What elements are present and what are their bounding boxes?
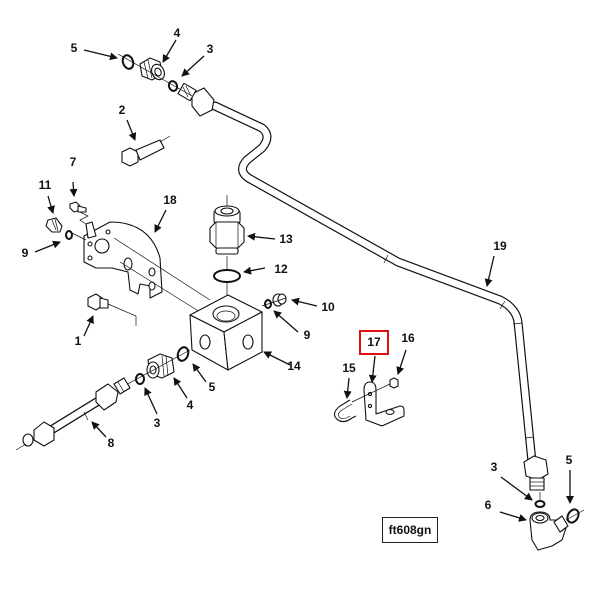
callout-5-lower[interactable]: 5 <box>209 380 216 394</box>
callout-5-bottom[interactable]: 5 <box>566 453 573 467</box>
callout-3[interactable]: 3 <box>207 42 214 56</box>
tube-nut-top <box>177 82 215 117</box>
tube-nut-bottom <box>523 455 549 491</box>
callout-5[interactable]: 5 <box>71 41 78 55</box>
callout-4-lower[interactable]: 4 <box>187 398 194 412</box>
callout-16[interactable]: 16 <box>401 331 415 345</box>
flange-bolt-1[interactable] <box>87 293 137 326</box>
elbow-fitting-6[interactable] <box>529 511 569 551</box>
o-ring-3-top[interactable] <box>167 80 179 92</box>
callout-10[interactable]: 10 <box>321 300 335 314</box>
callout-7[interactable]: 7 <box>70 155 77 169</box>
callout-4[interactable]: 4 <box>174 26 181 40</box>
flange-bolt-2[interactable] <box>121 135 171 167</box>
u-clip-15[interactable] <box>333 399 357 423</box>
callout-11[interactable]: 11 <box>39 178 52 192</box>
callout-1[interactable]: 1 <box>75 334 82 348</box>
o-ring-5-lower[interactable] <box>176 346 190 363</box>
callout-18[interactable]: 18 <box>163 193 177 207</box>
o-ring-12[interactable] <box>213 269 241 283</box>
figure-id-text: ft608gn <box>388 523 432 537</box>
adapter-fitting-4-top[interactable] <box>139 57 167 82</box>
callout-8[interactable]: 8 <box>108 436 115 450</box>
callout-3-lower[interactable]: 3 <box>154 416 161 430</box>
figure-id-label: ft608gn <box>382 517 438 543</box>
o-ring-3-lower[interactable] <box>135 373 145 385</box>
tube-assembly-19[interactable] <box>210 101 537 467</box>
callout-17[interactable]: 17 <box>367 335 381 349</box>
callout-13[interactable]: 13 <box>279 232 293 246</box>
callout-3-bottom[interactable]: 3 <box>491 460 498 474</box>
connector-fitting-13[interactable] <box>209 195 245 255</box>
callout-12-label[interactable]: 12 <box>274 262 288 276</box>
plug-fitting-11[interactable] <box>45 217 63 233</box>
o-ring-5-bottom[interactable] <box>565 507 581 524</box>
o-ring-5-top[interactable] <box>121 54 135 71</box>
callout-9[interactable]: 9 <box>22 246 29 260</box>
o-ring-9-right[interactable] <box>264 299 272 309</box>
o-ring-3-bottom[interactable] <box>534 500 546 508</box>
bracket-17[interactable] <box>363 381 405 427</box>
callout-14[interactable]: 14 <box>287 359 301 373</box>
callout-arrows <box>34 39 574 522</box>
callout-15[interactable]: 15 <box>342 361 356 375</box>
callout-19[interactable]: 19 <box>493 239 507 253</box>
manifold-block-14[interactable] <box>189 294 263 371</box>
tube-assembly-8[interactable] <box>15 377 131 451</box>
screw-7[interactable] <box>69 201 87 213</box>
highlighted-callout-box[interactable]: 17 <box>359 330 389 355</box>
o-ring-9-left[interactable] <box>65 230 73 240</box>
callout-9-right[interactable]: 9 <box>304 328 311 342</box>
callout-6[interactable]: 6 <box>485 498 492 512</box>
mounting-bracket-18[interactable] <box>83 221 163 299</box>
nut-16[interactable] <box>389 377 399 389</box>
callout-2[interactable]: 2 <box>119 103 126 117</box>
